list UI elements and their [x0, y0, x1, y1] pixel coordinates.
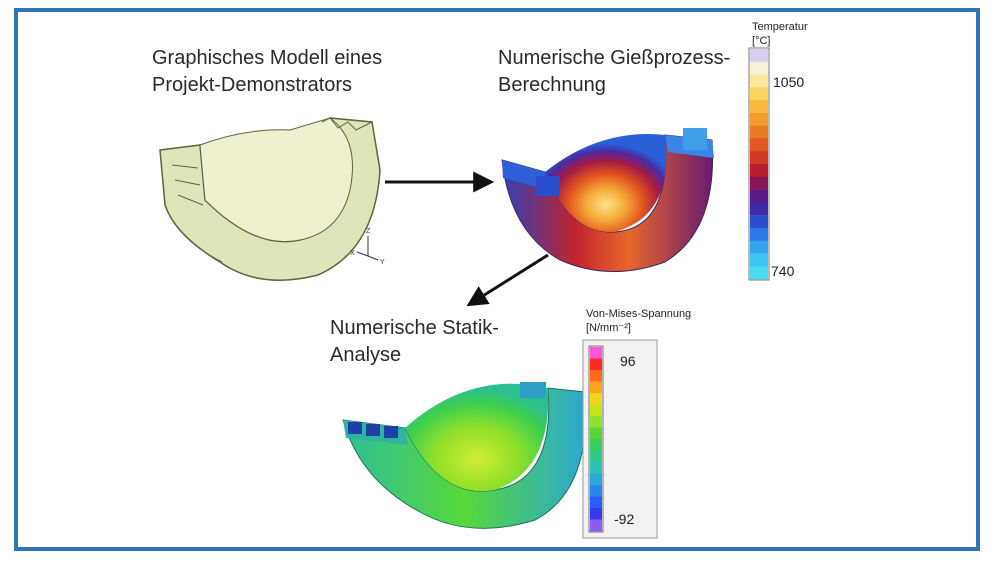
legend-color-band — [590, 508, 602, 520]
legend-color-band — [750, 112, 768, 126]
legend-color-band — [590, 519, 602, 532]
legend-color-band — [590, 462, 602, 474]
axis-triad-icon — [356, 236, 379, 261]
casting-caption-line2: Berechnung — [498, 74, 606, 96]
axis-y-label: Y — [380, 259, 385, 266]
legend-color-band — [750, 151, 768, 165]
legend-color-band — [750, 61, 768, 75]
static-analysis-part — [342, 382, 587, 529]
arrow-to-static — [466, 253, 549, 307]
legend-color-band — [750, 176, 768, 190]
casting-simulation-part — [501, 128, 714, 273]
legend-color-band — [750, 125, 768, 139]
legend-color-band — [750, 74, 768, 88]
legend-color-band — [590, 347, 602, 359]
legend-color-band — [750, 240, 768, 254]
legend-color-band — [750, 164, 768, 178]
legend-color-band — [590, 450, 602, 463]
legend-color-band — [590, 473, 602, 486]
legend-color-band — [750, 49, 768, 63]
temperature-colorbar — [748, 47, 770, 281]
model-caption-line1: Graphisches Modell eines — [152, 47, 383, 69]
axis-z-label: Z — [366, 228, 371, 235]
casting-caption-line1: Numerische Gießprozess- — [498, 47, 731, 69]
static-caption-line2: Analyse — [330, 344, 402, 366]
model-caption-line2: Projekt-Demonstrators — [152, 74, 353, 96]
legend-color-band — [590, 381, 602, 394]
legend-color-band — [590, 393, 602, 405]
static-caption-line1: Numerische Statik- — [330, 317, 499, 339]
legend-color-band — [750, 266, 768, 280]
legend-color-band — [750, 227, 768, 241]
legend-color-band — [750, 138, 768, 152]
legend-color-band — [750, 202, 768, 216]
legend-color-band — [750, 215, 768, 229]
legend-color-band — [590, 427, 602, 440]
temperature-legend-max: 1050 — [773, 74, 804, 90]
legend-color-band — [590, 370, 602, 382]
legend-color-band — [590, 485, 602, 497]
temperature-legend-title: Temperatur — [752, 21, 808, 33]
legend-color-band — [590, 416, 602, 428]
legend-color-band — [590, 496, 602, 509]
legend-color-band — [750, 87, 768, 101]
stress-legend-min: -92 — [614, 511, 634, 527]
stress-legend-unit: [N/mm⁻²] — [586, 322, 631, 334]
legend-color-band — [590, 358, 602, 371]
legend-color-band — [750, 100, 768, 114]
temperature-legend-min: 740 — [771, 263, 795, 279]
stress-legend-max: 96 — [620, 353, 636, 369]
stress-colorbar — [582, 339, 658, 539]
legend-color-band — [750, 189, 768, 203]
legend-color-band — [750, 253, 768, 267]
legend-color-band — [590, 404, 602, 417]
graphic-model-part — [159, 117, 381, 281]
stress-legend-title: Von-Mises-Spannung — [586, 308, 692, 320]
axis-x-label: X — [350, 250, 355, 257]
legend-color-band — [590, 439, 602, 451]
temperature-legend-unit: [°C] — [752, 35, 771, 47]
